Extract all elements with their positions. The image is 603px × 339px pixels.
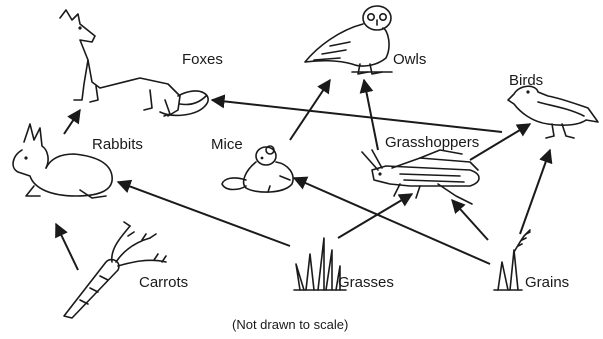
- arrow-birds-to-foxes: [212, 100, 502, 132]
- label-owls: Owls: [393, 52, 426, 67]
- arrow-grasshoppers-to-owls: [364, 80, 378, 150]
- owl-illustration: [305, 6, 392, 74]
- label-birds: Birds: [509, 73, 543, 88]
- label-grains: Grains: [525, 275, 569, 290]
- label-foxes: Foxes: [182, 52, 223, 67]
- carrot-illustration: [64, 222, 166, 318]
- arrow-rabbits-to-foxes: [64, 110, 80, 134]
- label-grasses: Grasses: [338, 275, 394, 290]
- label-rabbits: Rabbits: [92, 137, 143, 152]
- arrow-grasses-to-grasshoppers: [338, 194, 412, 238]
- grasshopper-illustration: [362, 150, 479, 204]
- arrows: [56, 80, 550, 270]
- scale-note: (Not drawn to scale): [232, 318, 348, 331]
- label-carrots: Carrots: [139, 275, 188, 290]
- label-mice: Mice: [211, 137, 243, 152]
- arrow-carrots-to-rabbits: [56, 224, 78, 270]
- arrow-grains-to-birds: [520, 150, 550, 234]
- label-grasshoppers: Grasshoppers: [385, 135, 479, 150]
- arrow-grains-to-grasshoppers: [452, 200, 488, 240]
